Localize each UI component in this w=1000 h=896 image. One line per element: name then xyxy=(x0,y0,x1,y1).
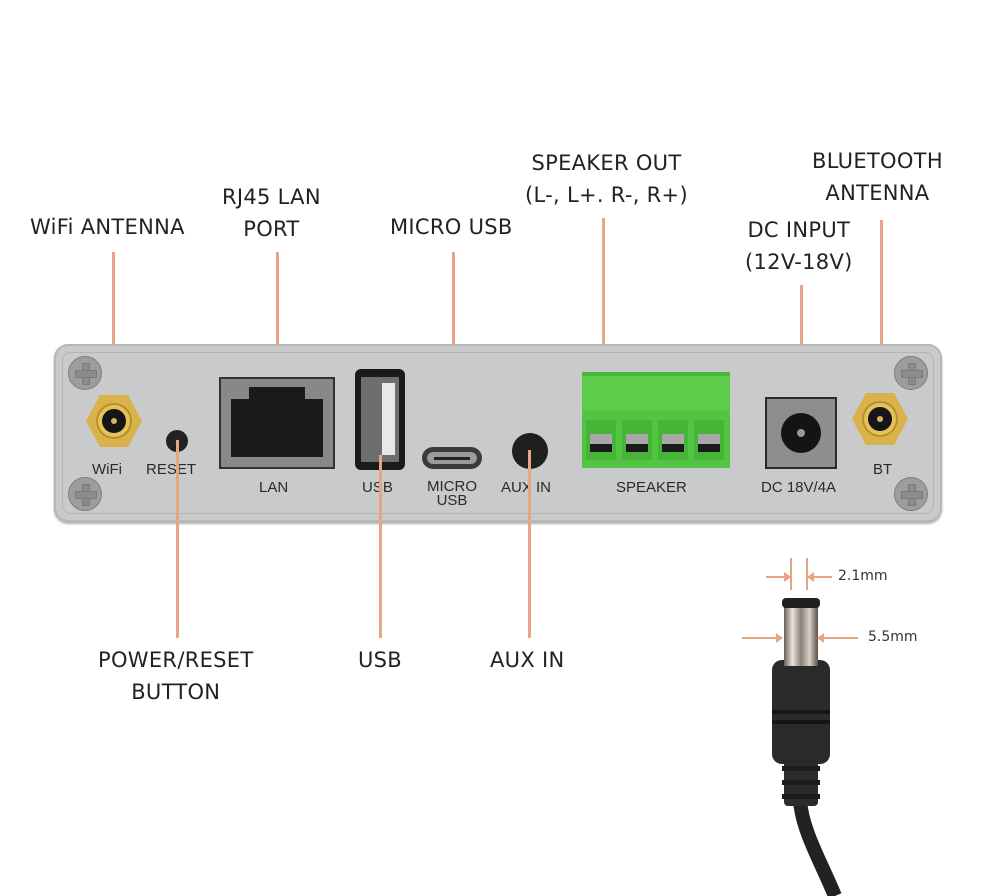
leader-lan xyxy=(276,252,279,412)
terminal-slot xyxy=(698,434,720,452)
wifi-antenna-connector xyxy=(86,395,142,447)
usb-port xyxy=(355,369,405,470)
panel-label-reset: RESET xyxy=(146,461,197,478)
screw-icon xyxy=(894,477,928,511)
terminal-cell-l-minus xyxy=(586,420,616,460)
callout-speaker-line2: (L-, L+. R-, R+) xyxy=(525,183,688,207)
callout-speaker-out: SPEAKER OUT (L-, L+. R-, R+) xyxy=(525,147,688,211)
leader-bt xyxy=(880,220,883,424)
callout-rj45-line1: RJ45 LAN xyxy=(222,185,321,209)
micro-usb-port xyxy=(422,447,482,469)
panel-label-lan: LAN xyxy=(259,479,289,496)
panel-label-speaker: SPEAKER xyxy=(616,479,687,496)
terminal-slot xyxy=(590,434,612,452)
strain-rib xyxy=(782,780,820,785)
arrow-left-icon xyxy=(807,572,832,582)
lan-port xyxy=(219,377,335,469)
panel-label-micro-line1: MICRO xyxy=(427,478,477,495)
terminal-slot xyxy=(662,434,684,452)
callout-power-reset-button: POWER/RESET BUTTON xyxy=(98,644,253,708)
screw-icon xyxy=(894,356,928,390)
dc-pin xyxy=(797,429,805,437)
callout-bt-line1: BLUETOOTH xyxy=(812,149,943,173)
leader-aux-in xyxy=(528,450,531,638)
micro-usb-slot xyxy=(434,457,470,460)
callout-power-line1: POWER/RESET xyxy=(98,648,254,672)
panel-label-micro-line2: USB xyxy=(436,492,468,509)
dimension-tick xyxy=(790,558,792,590)
dc-plug-cable xyxy=(793,799,842,896)
callout-rj45-lan-port: RJ45 LAN PORT xyxy=(222,181,321,245)
usb-tongue xyxy=(382,383,395,455)
sma-pin xyxy=(877,416,883,422)
panel-label-bt: BT xyxy=(873,461,893,478)
terminal-cell-l-plus xyxy=(622,420,652,460)
arrow-left-icon xyxy=(817,633,858,643)
arrow-right-icon xyxy=(766,572,791,582)
callout-wifi-antenna: WiFi ANTENNA xyxy=(30,215,185,239)
bt-antenna-connector xyxy=(852,393,908,445)
lan-notch xyxy=(249,387,305,401)
terminal-cell-r-plus xyxy=(694,420,724,460)
arrow-right-icon xyxy=(742,633,783,643)
strain-rib xyxy=(782,794,820,799)
panel-label-dc: DC 18V/4A xyxy=(761,479,837,496)
callout-dc-line1: DC INPUT xyxy=(747,218,851,242)
dimension-inner-diameter: 2.1mm xyxy=(838,568,888,584)
dc-plug-illustration xyxy=(772,598,842,896)
lan-socket xyxy=(231,399,323,457)
dimension-outer-diameter: 5.5mm xyxy=(868,629,918,645)
callout-micro-usb: MICRO USB xyxy=(390,215,513,239)
body-groove xyxy=(772,720,830,724)
dc-plug-barrel xyxy=(784,604,818,666)
callout-rj45-line2: PORT xyxy=(243,217,300,241)
speaker-terminal-block xyxy=(582,372,730,468)
leader-speaker xyxy=(602,218,605,410)
callout-aux-in: AUX IN xyxy=(490,648,565,672)
leader-usb xyxy=(379,455,382,638)
callout-bluetooth-antenna: BLUETOOTH ANTENNA xyxy=(812,145,943,209)
callout-speaker-line1: SPEAKER OUT xyxy=(531,151,682,175)
sma-pin xyxy=(111,418,117,424)
leader-reset xyxy=(176,440,179,638)
terminal-slot xyxy=(626,434,648,452)
screw-icon xyxy=(68,356,102,390)
panel-label-usb: USB xyxy=(362,479,393,496)
dc-power-jack xyxy=(765,397,837,469)
body-groove xyxy=(772,710,830,714)
terminal-body xyxy=(582,410,730,468)
terminal-top xyxy=(582,372,730,410)
strain-rib xyxy=(782,766,820,771)
panel-bevel xyxy=(62,352,934,514)
dc-plug-tip xyxy=(782,598,820,608)
panel-label-micro-usb: MICRO USB xyxy=(427,478,477,509)
callout-dc-input: DC INPUT (12V-18V) xyxy=(745,214,853,278)
panel-label-aux-in: AUX IN xyxy=(501,479,552,496)
leader-wifi xyxy=(112,252,115,424)
panel-label-wifi: WiFi xyxy=(92,461,122,478)
callout-dc-line2: (12V-18V) xyxy=(745,250,853,274)
screw-icon xyxy=(68,477,102,511)
callout-power-line2: BUTTON xyxy=(131,680,221,704)
callout-usb: USB xyxy=(358,648,403,672)
callout-bt-line2: ANTENNA xyxy=(825,181,930,205)
terminal-cell-r-minus xyxy=(658,420,688,460)
